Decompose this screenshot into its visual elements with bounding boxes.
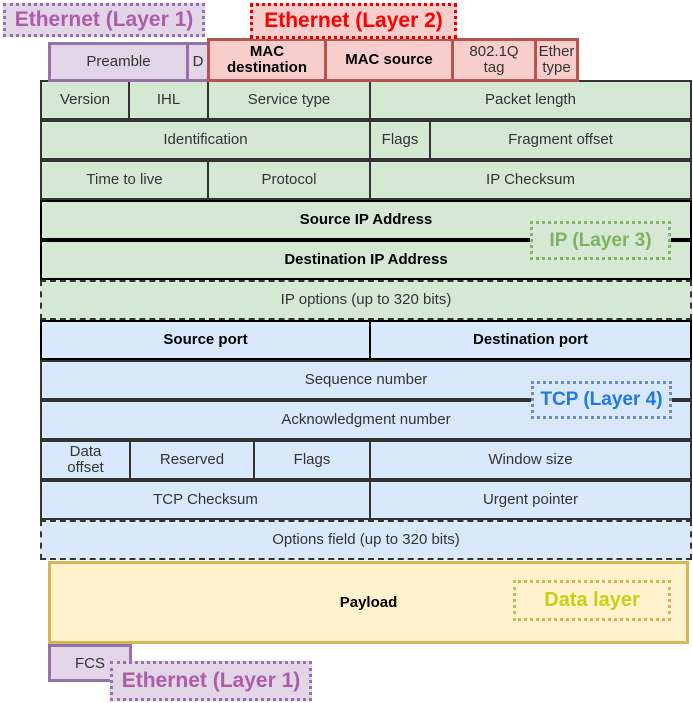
field-protocol: Protocol xyxy=(207,160,371,200)
tcp-row-options: Options field (up to 320 bits) xyxy=(40,520,692,560)
field-service-type: Service type xyxy=(207,80,371,120)
field-source-ip-address: Source IP Address xyxy=(40,200,692,240)
field-packet-length: Packet length xyxy=(369,80,692,120)
tcp-row-4: Data offset Reserved Flags Window size xyxy=(40,440,692,480)
field-ip-flags: Flags xyxy=(369,120,431,160)
label-ethernet-layer2: Ethernet (Layer 2) xyxy=(250,3,457,39)
ip-row-options: IP options (up to 320 bits) xyxy=(40,280,692,320)
ip-row-4: Source IP Address xyxy=(40,200,692,240)
label-ethernet-layer1-top: Ethernet (Layer 1) xyxy=(3,3,205,37)
field-start-delimiter: D xyxy=(186,42,210,82)
field-identification: Identification xyxy=(40,120,371,160)
field-mac-destination: MAC destination xyxy=(207,38,327,82)
field-version: Version xyxy=(40,80,130,120)
ip-row-1: Version IHL Service type Packet length xyxy=(40,80,692,120)
tcp-row-5: TCP Checksum Urgent pointer xyxy=(40,480,692,520)
field-tcp-flags: Flags xyxy=(253,440,371,480)
field-preamble: Preamble xyxy=(48,42,189,82)
ip-row-2: Identification Flags Fragment offset xyxy=(40,120,692,160)
label-data-layer: Data layer xyxy=(513,580,671,621)
field-tcp-options: Options field (up to 320 bits) xyxy=(40,520,692,560)
field-mac-source: MAC source xyxy=(324,38,454,82)
field-reserved: Reserved xyxy=(129,440,255,480)
label-tcp-layer4: TCP (Layer 4) xyxy=(531,381,672,419)
field-destination-port: Destination port xyxy=(369,320,692,360)
field-ether-type: Ether type xyxy=(534,38,579,82)
field-fragment-offset: Fragment offset xyxy=(429,120,692,160)
field-ihl: IHL xyxy=(128,80,209,120)
field-ip-options: IP options (up to 320 bits) xyxy=(40,280,692,320)
field-data-offset: Data offset xyxy=(40,440,131,480)
field-source-port: Source port xyxy=(40,320,371,360)
field-tcp-checksum: TCP Checksum xyxy=(40,480,371,520)
label-ethernet-layer1-bottom: Ethernet (Layer 1) xyxy=(110,661,312,701)
field-8021q-tag: 802.1Q tag xyxy=(451,38,537,82)
field-window-size: Window size xyxy=(369,440,692,480)
tcp-row-1: Source port Destination port xyxy=(40,320,692,360)
ip-row-3: Time to live Protocol IP Checksum xyxy=(40,160,692,200)
ethernet-header-row: Preamble D MAC destination MAC source 80… xyxy=(48,38,579,82)
label-ip-layer3: IP (Layer 3) xyxy=(530,221,671,260)
field-urgent-pointer: Urgent pointer xyxy=(369,480,692,520)
field-ip-checksum: IP Checksum xyxy=(369,160,692,200)
field-time-to-live: Time to live xyxy=(40,160,209,200)
